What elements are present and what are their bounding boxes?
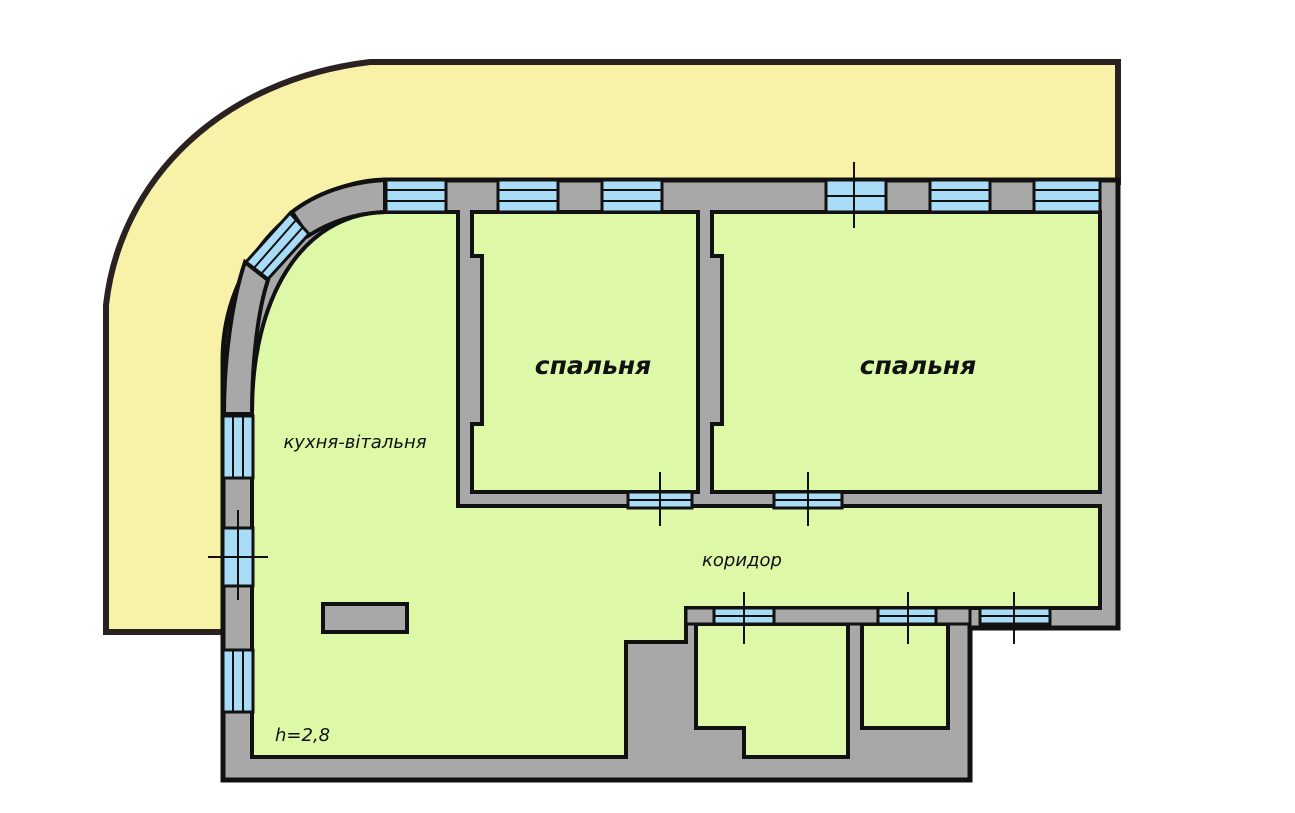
- top-window-3: [928, 178, 992, 214]
- room-label-corridor: коридор: [702, 550, 782, 571]
- top-window-2: [600, 178, 664, 214]
- room-label-bedroom-left: спальня: [535, 351, 651, 380]
- corner-window-mullion-a: [253, 219, 297, 269]
- top-window-1: [496, 178, 560, 214]
- toilet-floor: [860, 622, 950, 730]
- room-label-bedroom-right: спальня: [860, 351, 976, 380]
- door-group: [208, 162, 1050, 644]
- left-window-0: [221, 414, 255, 480]
- ceiling-height-label: h=2,8: [275, 725, 330, 746]
- left-window-1: [221, 648, 255, 714]
- top-window-4: [1032, 178, 1102, 214]
- top-window-0: [384, 178, 448, 214]
- room-label-kitchen-living: кухня-вітальня: [283, 432, 426, 453]
- kitchen-counter: [321, 602, 409, 634]
- bedroom-left-floor: [470, 210, 700, 494]
- arc-wall-lower: [221, 258, 271, 416]
- bedroom-right-floor: [710, 210, 1102, 494]
- corner-window-mullion-b: [260, 226, 304, 275]
